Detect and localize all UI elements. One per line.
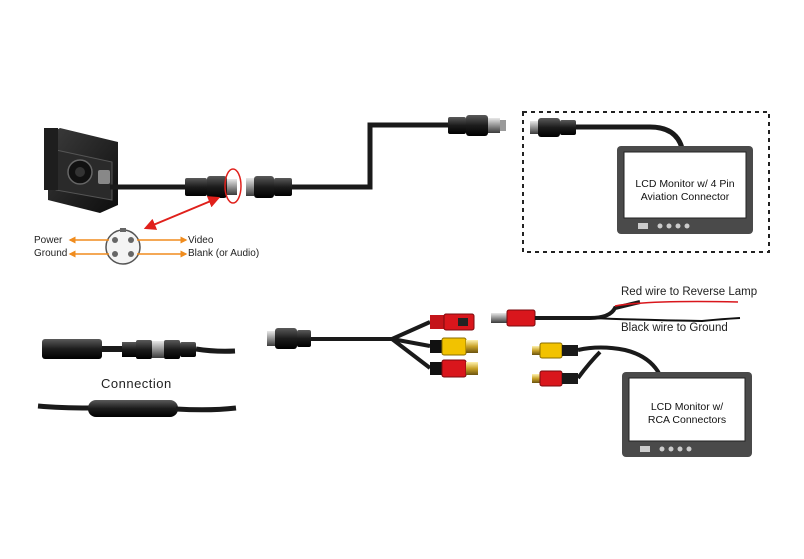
rca-yellow-video [430, 337, 478, 356]
pin-label-ground: Ground [34, 248, 68, 259]
connection-label: Connection [101, 376, 172, 391]
aviation-connector-female [246, 176, 292, 198]
red-wire-label: Red wire to Reverse Lamp [621, 286, 758, 298]
monitor-aviation-label: LCD Monitor w/ 4 Pin Aviation Connector [624, 178, 746, 204]
black-wire [589, 317, 741, 323]
power-socket [430, 313, 475, 331]
monitor-rca-line2: RCA Connectors [647, 414, 727, 427]
rca-red-audio [430, 359, 478, 378]
aviation-connector-end [448, 115, 506, 136]
rca-plug-red [532, 370, 578, 387]
connection-photo-bottom [37, 400, 237, 417]
lcd-monitor-aviation [617, 146, 753, 234]
pin-arrows [68, 236, 188, 258]
black-wire-label: Black wire to Ground [621, 322, 728, 334]
monitor-rca-label: LCD Monitor w/ RCA Connectors [629, 401, 745, 427]
rca-plug-yellow [532, 342, 578, 359]
pin-label-blank: Blank (or Audio) [188, 248, 260, 259]
monitor-aviation-line2: Aviation Connector [640, 191, 730, 204]
monitor-aviation-line1: LCD Monitor w/ 4 Pin [635, 178, 735, 190]
lcd-monitor-rca [622, 372, 752, 457]
camera-cable [110, 122, 450, 190]
rca-monitor-cable [577, 345, 662, 376]
pin-label-power: Power [34, 235, 63, 246]
pin-highlight-ellipse [224, 168, 242, 204]
connection-photo-top [42, 339, 236, 359]
monitor-aviation-cable [530, 118, 685, 149]
camera-icon [44, 128, 118, 213]
pin-label-video: Video [188, 235, 214, 246]
pinout-pointer-arrow [143, 196, 221, 230]
aviation-monitor-box [522, 111, 770, 253]
red-wire [614, 300, 739, 307]
monitor-rca-line1: LCD Monitor w/ [650, 401, 724, 413]
pinout-diagram [105, 228, 141, 265]
rca-adapter-cable [267, 320, 432, 370]
aviation-connector-male [185, 176, 237, 198]
rca-monitor-cable-2 [576, 350, 602, 380]
